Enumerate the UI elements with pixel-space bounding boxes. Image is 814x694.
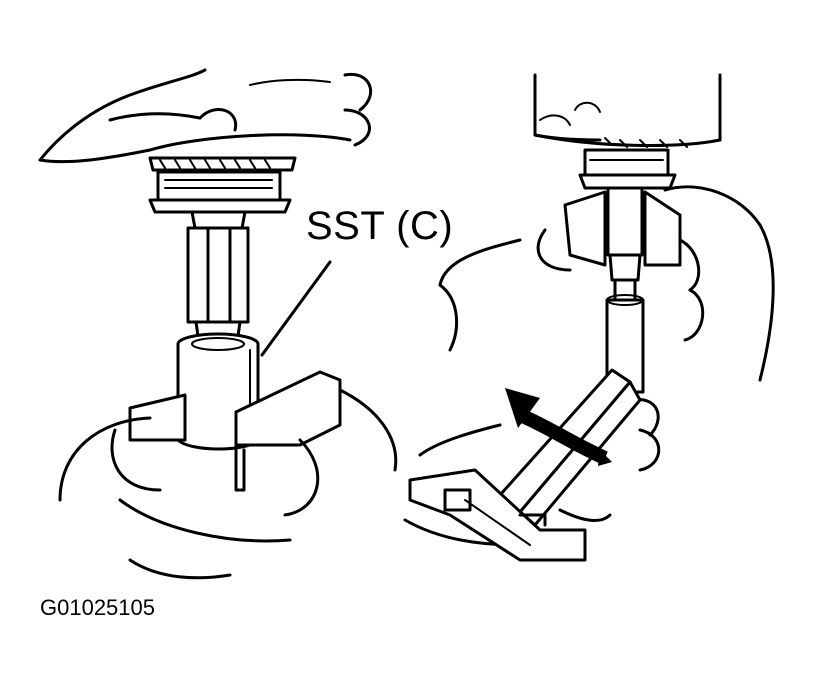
callout-leader-line	[260, 260, 332, 357]
left-holder	[128, 370, 342, 492]
right-holder	[563, 190, 682, 267]
left-housing-rings	[148, 156, 297, 214]
figure-id-label: G01025105	[40, 595, 155, 620]
right-scene	[403, 73, 775, 562]
left-hand-top	[38, 68, 373, 164]
left-hand-bottom	[58, 388, 398, 580]
left-scene	[38, 68, 398, 580]
rotation-arrow-icon	[505, 388, 612, 466]
left-hex-shaft	[186, 210, 250, 338]
sst-callout-label: SST (C)	[306, 204, 454, 248]
right-shaft	[605, 186, 645, 394]
right-housing	[533, 73, 722, 190]
